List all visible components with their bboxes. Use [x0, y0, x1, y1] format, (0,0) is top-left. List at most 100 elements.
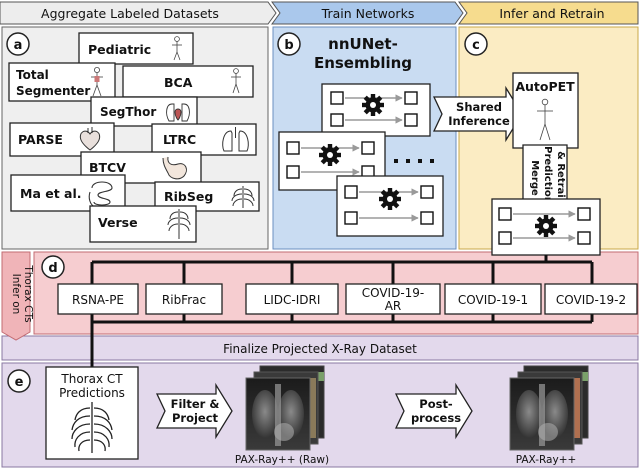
autopet-label: AutoPET — [515, 79, 575, 94]
body-figure-icon — [231, 68, 241, 94]
svg-text:Ma et al.: Ma et al. — [20, 186, 82, 201]
dataset-box-covid-19-2: COVID-19-2 — [544, 283, 638, 315]
svg-text:SegThor: SegThor — [100, 105, 156, 119]
svg-text:Filter &: Filter & — [171, 397, 220, 411]
dataset-card-segthor: SegThor — [90, 96, 198, 127]
svg-text:Pediatric: Pediatric — [88, 42, 151, 57]
panel-b-ensembling: nnUNet- Ensembling — [278, 35, 444, 237]
svg-text:BCA: BCA — [164, 75, 193, 90]
panel-c-autopet: AutoPET — [512, 72, 579, 149]
dataset-card-verse: Verse — [89, 205, 197, 243]
body-figure-icon — [91, 67, 103, 97]
filter-project-arrow: Filter & Project — [155, 382, 233, 440]
svg-text:LTRC: LTRC — [163, 132, 196, 147]
svg-text:Shared: Shared — [456, 100, 502, 114]
svg-text:Merge: Merge — [529, 160, 540, 196]
dataset-card-pediatric: Pediatric — [78, 32, 194, 65]
svg-text:Predictions: Predictions — [59, 386, 125, 400]
header-aggregate-label: Aggregate Labeled Datasets — [41, 6, 219, 21]
network-card — [321, 83, 431, 137]
network-card — [336, 175, 444, 237]
body-figure-icon — [172, 36, 182, 61]
header-train: Train Networks — [271, 1, 464, 25]
dataset-card-bca: BCA — [122, 65, 254, 98]
side-label-infer-thorax: Infer on Thorax CTs — [1, 251, 34, 341]
svg-text:Total: Total — [16, 68, 49, 82]
nnunet-title-line2: Ensembling — [314, 54, 412, 72]
svg-text:RibSeg: RibSeg — [164, 189, 213, 204]
dataset-card-total-segmenter: Total Segmenter — [8, 62, 116, 102]
header-aggregate: Aggregate Labeled Datasets — [0, 1, 277, 25]
dataset-box-rsna-pe: RSNA-PE — [57, 283, 139, 315]
dataset-card-parse: PARSE — [9, 122, 115, 157]
header-infer-label: Infer and Retrain — [499, 6, 604, 21]
header-train-label: Train Networks — [321, 6, 415, 21]
ribcage-icon — [231, 186, 255, 208]
panel-label-b: b — [277, 32, 301, 56]
svg-text:& Retrain: & Retrain — [555, 151, 566, 205]
finalize-banner-label: Finalize Projected X-Ray Dataset — [223, 342, 417, 356]
dataset-card-ltrc: LTRC — [151, 123, 257, 156]
lungs-icon — [222, 127, 249, 152]
svg-text:BTCV: BTCV — [89, 160, 126, 175]
svg-text:Project: Project — [172, 411, 219, 425]
panel-label-d: d — [41, 255, 65, 279]
final-xray-stack: PAX-Ray++ — [509, 365, 589, 466]
final-caption: PAX-Ray++ — [516, 454, 577, 466]
svg-text:e: e — [15, 375, 24, 390]
ellipsis-dots — [394, 159, 434, 163]
gear-icon — [379, 188, 401, 210]
svg-text:b: b — [284, 38, 293, 53]
thorax-ct-card: Thorax CT Predictions — [45, 366, 139, 460]
svg-text:process: process — [411, 411, 461, 425]
gear-icon — [362, 94, 384, 116]
gear-icon — [319, 144, 341, 166]
retrained-network-card — [491, 198, 601, 256]
dataset-card-ma-et-al: Ma et al. — [10, 174, 126, 212]
spine-icon — [167, 209, 191, 239]
svg-text:c: c — [472, 38, 480, 53]
xray-image — [245, 377, 311, 451]
panel-label-e: e — [7, 369, 31, 393]
dataset-box-label: AR — [385, 299, 402, 313]
distribution-tree — [90, 255, 594, 372]
dataset-box-label: RSNA-PE — [72, 293, 124, 307]
xray-image — [509, 377, 575, 451]
panel-a-datasets: Pediatric Total Segmenter BCA — [8, 32, 260, 243]
nnunet-title-line1: nnUNet- — [328, 35, 398, 53]
dataset-box-ribfrac: RibFrac — [145, 283, 223, 315]
heart-icon — [79, 127, 101, 151]
raw-xray-stack: PAX-Ray++ (Raw) — [235, 365, 329, 466]
dataset-box-label: COVID-19- — [362, 286, 425, 300]
svg-text:Predictions: Predictions — [542, 146, 553, 210]
panel-label-c: c — [464, 32, 488, 56]
svg-text:Post-: Post- — [419, 397, 453, 411]
dataset-box-label: COVID-19-1 — [458, 293, 528, 307]
svg-text:Inference: Inference — [448, 114, 510, 128]
svg-text:Segmenter: Segmenter — [16, 84, 90, 98]
svg-text:a: a — [14, 38, 23, 53]
dataset-box-lidc-idri: LIDC-IDRI — [245, 283, 339, 315]
dataset-box-covid-19-ar: COVID-19-AR — [345, 283, 441, 315]
finalize-banner-background — [1, 335, 639, 361]
svg-text:Thorax CT: Thorax CT — [60, 372, 123, 386]
side-label-line1: Infer on — [10, 274, 22, 315]
dataset-box-label: LIDC-IDRI — [264, 293, 321, 307]
dataset-box-covid-19-1: COVID-19-1 — [444, 283, 542, 315]
dataset-box-label: RibFrac — [162, 293, 206, 307]
panel-label-a: a — [6, 32, 30, 56]
dataset-box-label: COVID-19-2 — [556, 293, 626, 307]
body-figure-icon — [537, 98, 553, 141]
ribcage-icon — [71, 402, 113, 453]
thorax-organs-icon — [166, 103, 190, 122]
svg-text:PARSE: PARSE — [18, 132, 63, 147]
post-process-arrow: Post- process — [394, 382, 473, 440]
raw-caption: PAX-Ray++ (Raw) — [235, 454, 329, 466]
gear-icon — [535, 215, 557, 237]
header-infer: Infer and Retrain — [458, 1, 639, 25]
stomach-icon — [162, 156, 187, 180]
svg-text:Verse: Verse — [98, 215, 138, 230]
